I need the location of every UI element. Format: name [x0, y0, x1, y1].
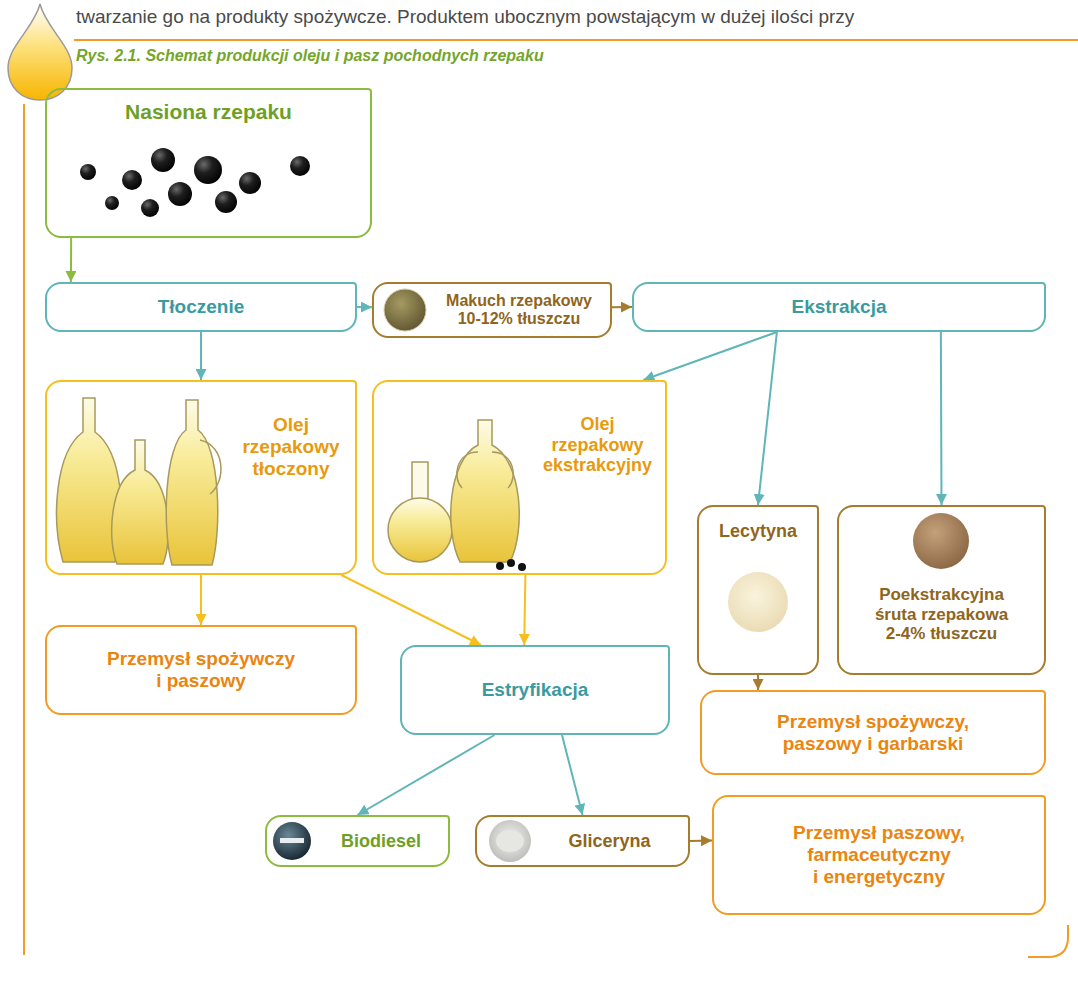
seed: [168, 182, 192, 206]
industry-box: Przemysł spożywczy, paszowy i garbarski: [700, 690, 1046, 775]
glycerine-dish: [496, 830, 524, 852]
flow-arrow: [643, 332, 777, 380]
amphora: [451, 420, 519, 562]
seed: [194, 156, 222, 184]
flow-arrow: [200, 575, 202, 625]
biodiesel-photo-band: [280, 838, 304, 843]
box-label: Makuch rzepakowy 10-12% tłuszczu: [436, 292, 602, 329]
seed: [239, 172, 261, 194]
seed: [290, 156, 310, 176]
seed: [151, 148, 175, 172]
running-text: twarzanie go na produkty spożywcze. Prod…: [76, 6, 854, 28]
amphora-handle: [492, 452, 513, 488]
seed: [122, 170, 142, 190]
corner-rule: [1028, 925, 1068, 957]
byproduct-box: Poekstrakcyjna śruta rzepakowa 2-4% tłus…: [837, 505, 1046, 675]
jug: [166, 400, 218, 565]
industry-box: Przemysł spożywczy i paszowy: [45, 625, 357, 715]
box-label: Biodiesel: [322, 831, 440, 852]
figure-title: Rys. 2.1. Schemat produkcji oleju i pasz…: [76, 47, 544, 65]
flow-arrow: [612, 306, 632, 308]
box-label: Nasiona rzepaku: [57, 100, 360, 124]
flow-arrow: [562, 735, 583, 815]
box-label: Poekstrakcyjna śruta rzepakowa 2-4% tłus…: [857, 585, 1026, 644]
byproduct-box: Makuch rzepakowy 10-12% tłuszczu: [372, 282, 612, 338]
flask: [388, 498, 452, 562]
process-box: Estryfikacja: [400, 645, 670, 735]
pressed-oil-bottles: [57, 398, 221, 565]
oilcake-photo: [384, 289, 426, 331]
byproduct-box: Lecytyna: [697, 505, 819, 675]
biodiesel-photo: [273, 822, 311, 860]
seed: [105, 196, 119, 210]
box-label: Estryfikacja: [412, 679, 658, 701]
box-label: Lecytyna: [705, 521, 811, 542]
flow-arrow: [70, 238, 72, 282]
box-label: Przemysł spożywczy i paszowy: [87, 648, 315, 692]
side-rule: [23, 104, 25, 955]
box-label: Tłoczenie: [57, 296, 345, 318]
box-label: Olej rzepakowy tłoczony: [235, 414, 347, 480]
byproduct-box: Gliceryna: [475, 815, 690, 867]
bottle: [112, 440, 169, 564]
industry-box: Przemysł paszowy, farmaceutyczny i energ…: [712, 795, 1046, 915]
flow-arrow: [341, 575, 481, 645]
lecithin-photo: [728, 572, 788, 632]
flow-arrow: [358, 735, 495, 815]
flow-arrow: [357, 306, 372, 308]
flow-arrow: [690, 840, 712, 842]
extracted-oil-glassware: [388, 420, 526, 571]
flask-neck: [412, 462, 428, 502]
seed: [215, 191, 237, 213]
box-label: Ekstrakcja: [644, 296, 1034, 318]
seed: [141, 199, 159, 217]
flow-arrow: [940, 332, 943, 505]
flow-arrow: [758, 332, 777, 505]
box-label: Olej rzepakowy ekstrakcyjny: [536, 414, 659, 476]
box-label: Gliceryna: [539, 831, 680, 852]
box-label: Przemysł paszowy, farmaceutyczny i energ…: [774, 822, 984, 888]
amphora-handle: [457, 452, 478, 488]
seed: [496, 562, 504, 570]
box-label: Przemysł spożywczy, paszowy i garbarski: [752, 711, 994, 755]
process-box: Ekstrakcja: [632, 282, 1046, 332]
seed: [518, 563, 526, 571]
source-box: Nasiona rzepaku: [45, 88, 372, 238]
glycerine-photo: [489, 820, 531, 862]
flow-arrow: [524, 575, 525, 645]
flow-arrow: [200, 332, 202, 380]
jug-handle: [200, 440, 221, 494]
rapeseed-illustration: [80, 148, 310, 217]
flow-arrow: [757, 675, 759, 690]
process-box: Tłoczenie: [45, 282, 357, 332]
oil-box: Olej rzepakowy ekstrakcyjny: [372, 380, 667, 575]
seed: [507, 559, 515, 567]
oil-drop-icon: [8, 4, 72, 100]
product-box: Biodiesel: [265, 815, 450, 867]
header-rule: [74, 39, 1078, 41]
meal-photo: [913, 513, 969, 569]
seed: [80, 164, 96, 180]
oil-box: Olej rzepakowy tłoczony: [45, 380, 357, 575]
